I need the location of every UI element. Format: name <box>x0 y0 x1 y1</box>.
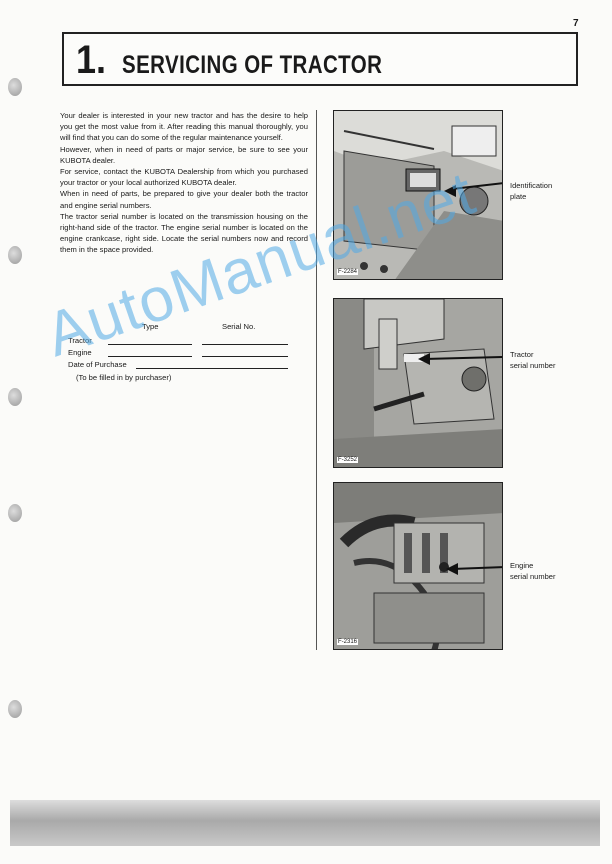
purchase-date-label: Date of Purchase <box>68 360 127 369</box>
paragraph: Your dealer is interested in your new tr… <box>60 111 308 143</box>
engine-serial-photo: F-2316 <box>333 482 503 650</box>
callout-line: Identification <box>510 181 553 190</box>
tractor-type-field[interactable] <box>108 344 192 345</box>
identification-plate-callout: Identification plate <box>510 180 552 202</box>
identification-plate-photo: F-2284 <box>333 110 503 280</box>
intro-text: Your dealer is interested in your new tr… <box>60 110 308 256</box>
engine-serial-field[interactable] <box>202 356 288 357</box>
callout-line: serial number <box>510 572 556 581</box>
figure-label: F-2316 <box>337 639 359 645</box>
column-divider <box>316 110 317 650</box>
section-title-box: 1. SERVICING OF TRACTOR <box>62 32 578 86</box>
paragraph: However, when in need of parts or major … <box>60 144 308 165</box>
paragraph: When in need of parts, be prepared to gi… <box>60 189 308 210</box>
purchase-date-field[interactable] <box>136 368 288 369</box>
section-number: 1. <box>76 38 107 82</box>
form-note: (To be filled in by purchaser) <box>76 373 172 382</box>
binder-hole <box>8 78 22 96</box>
scan-shadow-band <box>10 800 600 846</box>
figure-label: F-2284 <box>337 269 359 275</box>
tractor-serial-field[interactable] <box>202 344 288 345</box>
callout-line: Tractor <box>510 350 534 359</box>
tractor-serial-callout: Tractor serial number <box>510 349 555 371</box>
paragraph: For service, contact the KUBOTA Dealersh… <box>60 167 308 188</box>
engine-row-label: Engine <box>68 348 92 357</box>
serial-column-header: Serial No. <box>222 322 256 331</box>
type-column-header: Type <box>142 322 159 331</box>
callout-line: plate <box>510 192 527 201</box>
binder-hole <box>8 504 22 522</box>
tractor-row-label: Tractor <box>68 336 92 345</box>
callout-line: serial number <box>510 361 556 370</box>
page-number: 7 <box>573 18 579 29</box>
figure-label: F-3252 <box>337 457 359 463</box>
tractor-serial-photo: F-3252 <box>333 298 503 468</box>
binder-hole <box>8 700 22 718</box>
engine-type-field[interactable] <box>108 356 192 357</box>
callout-line: Engine <box>510 561 534 570</box>
binder-hole <box>8 246 22 264</box>
binder-hole <box>8 388 22 406</box>
section-title: SERVICING OF TRACTOR <box>122 51 383 79</box>
engine-serial-callout: Engine serial number <box>510 560 555 582</box>
paragraph: The tractor serial number is located on … <box>60 211 308 255</box>
